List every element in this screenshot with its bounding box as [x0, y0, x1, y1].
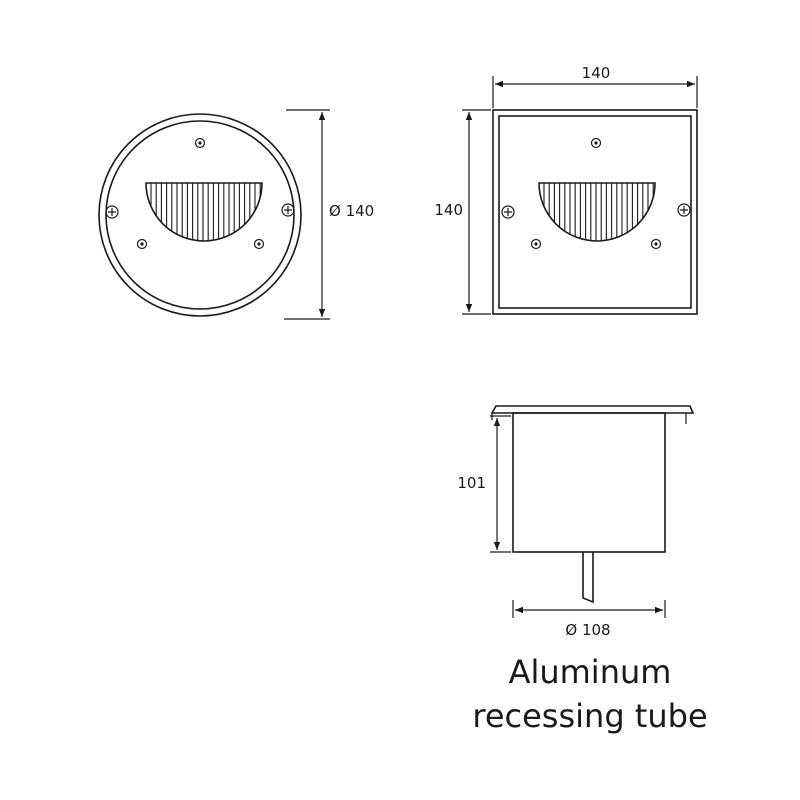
tube-diameter-label: Ø 108 — [565, 621, 610, 639]
screw-icon — [501, 205, 515, 219]
square-louver-grille — [538, 182, 656, 242]
square-inner-frame — [498, 115, 692, 309]
tube-body — [512, 412, 666, 553]
tube-height-label: 101 — [457, 474, 486, 492]
tube-cable — [582, 552, 594, 604]
square-width-dimension: 140 — [492, 64, 698, 108]
square-screws — [501, 137, 691, 250]
screw-icon — [650, 238, 662, 250]
round-louver-grille — [145, 182, 263, 242]
round-fixture-view: Ø 140 — [98, 109, 374, 320]
round-inner-rim — [105, 120, 295, 310]
screw-icon — [253, 238, 265, 250]
round-outer-rim — [98, 113, 302, 317]
screw-icon — [136, 238, 148, 250]
square-outer-frame — [492, 109, 698, 315]
screw-icon — [194, 137, 206, 149]
square-height-label: 140 — [434, 201, 463, 219]
caption-line-2: recessing tube — [472, 697, 707, 735]
round-diameter-label: Ø 140 — [329, 202, 374, 220]
screw-icon — [281, 203, 295, 217]
tube-diameter-dimension: Ø 108 — [512, 600, 666, 639]
square-fixture-view: 140 140 — [434, 64, 698, 315]
screw-icon — [530, 238, 542, 250]
screw-icon — [105, 205, 119, 219]
round-diameter-dimension: Ø 140 — [284, 109, 374, 320]
round-screws — [105, 137, 295, 250]
square-height-dimension: 140 — [434, 109, 491, 315]
screw-icon — [677, 203, 691, 217]
tube-top-flange — [490, 405, 695, 414]
square-width-label: 140 — [582, 64, 611, 82]
recessing-tube-view: 101 Ø 108 Aluminum recessing tube — [457, 405, 708, 735]
screw-icon — [590, 137, 602, 149]
tube-height-dimension: 101 — [457, 415, 511, 553]
caption-line-1: Aluminum — [509, 653, 672, 691]
